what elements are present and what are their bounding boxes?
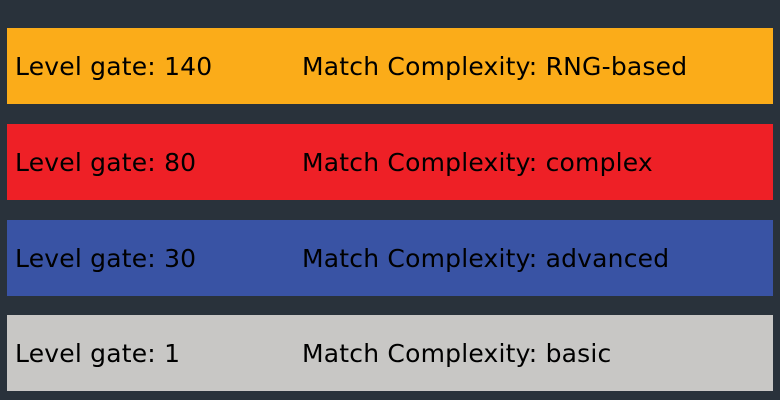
level-gate-label: Level gate: 30 bbox=[15, 243, 197, 273]
match-complexity-label: Match Complexity: RNG-based bbox=[302, 51, 688, 81]
level-gate-label: Level gate: 1 bbox=[15, 338, 181, 368]
match-complexity-label: Match Complexity: complex bbox=[302, 147, 653, 177]
tier-row-80[interactable]: Level gate: 80 Match Complexity: complex bbox=[7, 124, 773, 200]
tier-row-30[interactable]: Level gate: 30 Match Complexity: advance… bbox=[7, 220, 773, 296]
tier-row-140[interactable]: Level gate: 140 Match Complexity: RNG-ba… bbox=[7, 28, 773, 104]
match-complexity-label: Match Complexity: basic bbox=[302, 338, 612, 368]
tier-row-1[interactable]: Level gate: 1 Match Complexity: basic bbox=[7, 315, 773, 391]
match-complexity-label: Match Complexity: advanced bbox=[302, 243, 670, 273]
level-gate-label: Level gate: 80 bbox=[15, 147, 197, 177]
level-gate-label: Level gate: 140 bbox=[15, 51, 213, 81]
